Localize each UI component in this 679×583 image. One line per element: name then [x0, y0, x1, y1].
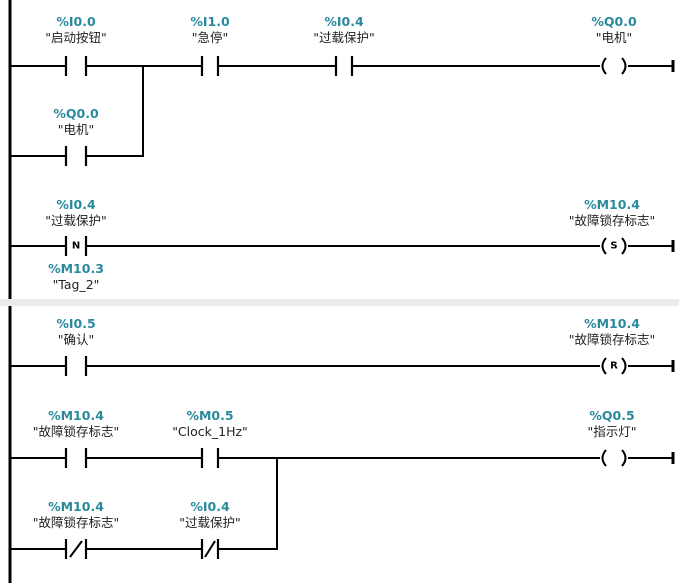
operand-address: %I0.4 [324, 14, 364, 29]
operand-tag: "急停" [191, 30, 229, 45]
network-separator [0, 299, 679, 306]
contact-q0-0[interactable] [64, 146, 88, 166]
contact-m10-4-no[interactable] [64, 448, 88, 468]
operand-tag: "故障锁存标志" [32, 424, 120, 439]
contact-i1-0-label: %I1.0 "急停" [190, 14, 229, 46]
operand-address: %I0.5 [56, 316, 96, 331]
operand-address: %M10.4 [584, 197, 640, 212]
operand-tag: "Clock_1Hz" [172, 424, 248, 439]
operand-address: %M10.4 [48, 408, 104, 423]
rung-indicator-lamp [10, 452, 675, 550]
operand-address: %M10.4 [48, 499, 104, 514]
coil-q0-5-label: %Q0.5 "指示灯" [588, 408, 637, 440]
operand-tag: "电机" [57, 122, 95, 137]
ladder-diagram-1 [8, 0, 675, 299]
contact-m10-4-nc[interactable] [64, 539, 88, 559]
contact-q0-0-label: %Q0.0 "电机" [53, 106, 98, 138]
contact-m0-5-label: %M0.5 "Clock_1Hz" [172, 408, 248, 440]
operand-tag: "电机" [595, 30, 633, 45]
operand-tag: "过载保护" [179, 515, 241, 530]
operand-tag: "故障锁存标志" [568, 213, 656, 228]
contact-m10-4-no-label: %M10.4 "故障锁存标志" [33, 408, 120, 440]
coil-q0-5[interactable] [601, 449, 627, 467]
contact-i0-4-nc[interactable] [200, 539, 220, 559]
operand-tag: "确认" [57, 332, 95, 347]
operand-tag: "过载保护" [45, 213, 107, 228]
network-2: %I0.5 "确认" %M10.4 "故障锁存标志" R %M10.4 "故障锁… [0, 306, 679, 583]
contact-i0-0[interactable] [64, 56, 88, 76]
operand-tag: "启动按钮" [45, 30, 107, 45]
set-coil-label: %M10.4 "故障锁存标志" [569, 197, 656, 229]
reset-coil-m10-4[interactable] [601, 357, 627, 375]
edge-memory-label: %M10.3 "Tag_2" [48, 261, 104, 293]
set-coil-letter: S [610, 240, 618, 252]
operand-address: %Q0.5 [589, 408, 635, 423]
operand-address: %I1.0 [190, 14, 230, 29]
coil-q0-0-label: %Q0.0 "电机" [591, 14, 636, 46]
operand-address: %I0.4 [56, 197, 96, 212]
operand-address: %M10.3 [48, 261, 104, 276]
operand-address: %Q0.0 [53, 106, 99, 121]
operand-address: %I0.4 [190, 499, 230, 514]
contact-i1-0[interactable] [200, 56, 220, 76]
contact-i0-5[interactable] [64, 356, 88, 376]
coil-q0-0[interactable] [601, 57, 627, 75]
set-coil-m10-4[interactable] [601, 237, 627, 255]
operand-tag: "指示灯" [587, 424, 637, 439]
contact-m10-4-nc-label: %M10.4 "故障锁存标志" [33, 499, 120, 531]
reset-coil-label: %M10.4 "故障锁存标志" [569, 316, 656, 348]
operand-tag: "故障锁存标志" [32, 515, 120, 530]
contact-i0-4-label: %I0.4 "过载保护" [313, 14, 375, 46]
contact-m0-5[interactable] [200, 448, 220, 468]
rung-motor [10, 60, 675, 157]
operand-tag: "Tag_2" [52, 277, 100, 292]
reset-coil-letter: R [610, 360, 618, 372]
rung-fault-set [10, 240, 675, 252]
contact-i0-4[interactable] [334, 56, 354, 76]
negative-edge-contact-label: %I0.4 "过载保护" [45, 197, 107, 229]
operand-address: %M0.5 [186, 408, 234, 423]
operand-address: %I0.0 [56, 14, 96, 29]
operand-address: %Q0.0 [591, 14, 637, 29]
operand-tag: "故障锁存标志" [568, 332, 656, 347]
operand-tag: "过载保护" [313, 30, 375, 45]
ladder-diagram-2 [8, 306, 675, 583]
contact-i0-5-label: %I0.5 "确认" [56, 316, 95, 348]
operand-address: %M10.4 [584, 316, 640, 331]
negative-edge-letter: N [71, 240, 81, 252]
rung-fault-reset [10, 360, 675, 372]
contact-i0-0-label: %I0.0 "启动按钮" [45, 14, 107, 46]
network-1: %I0.0 "启动按钮" %I1.0 "急停" %I0.4 "过载保护" %Q0… [8, 0, 675, 299]
negative-edge-contact[interactable] [64, 236, 88, 256]
contact-i0-4-nc-label: %I0.4 "过载保护" [179, 499, 241, 531]
